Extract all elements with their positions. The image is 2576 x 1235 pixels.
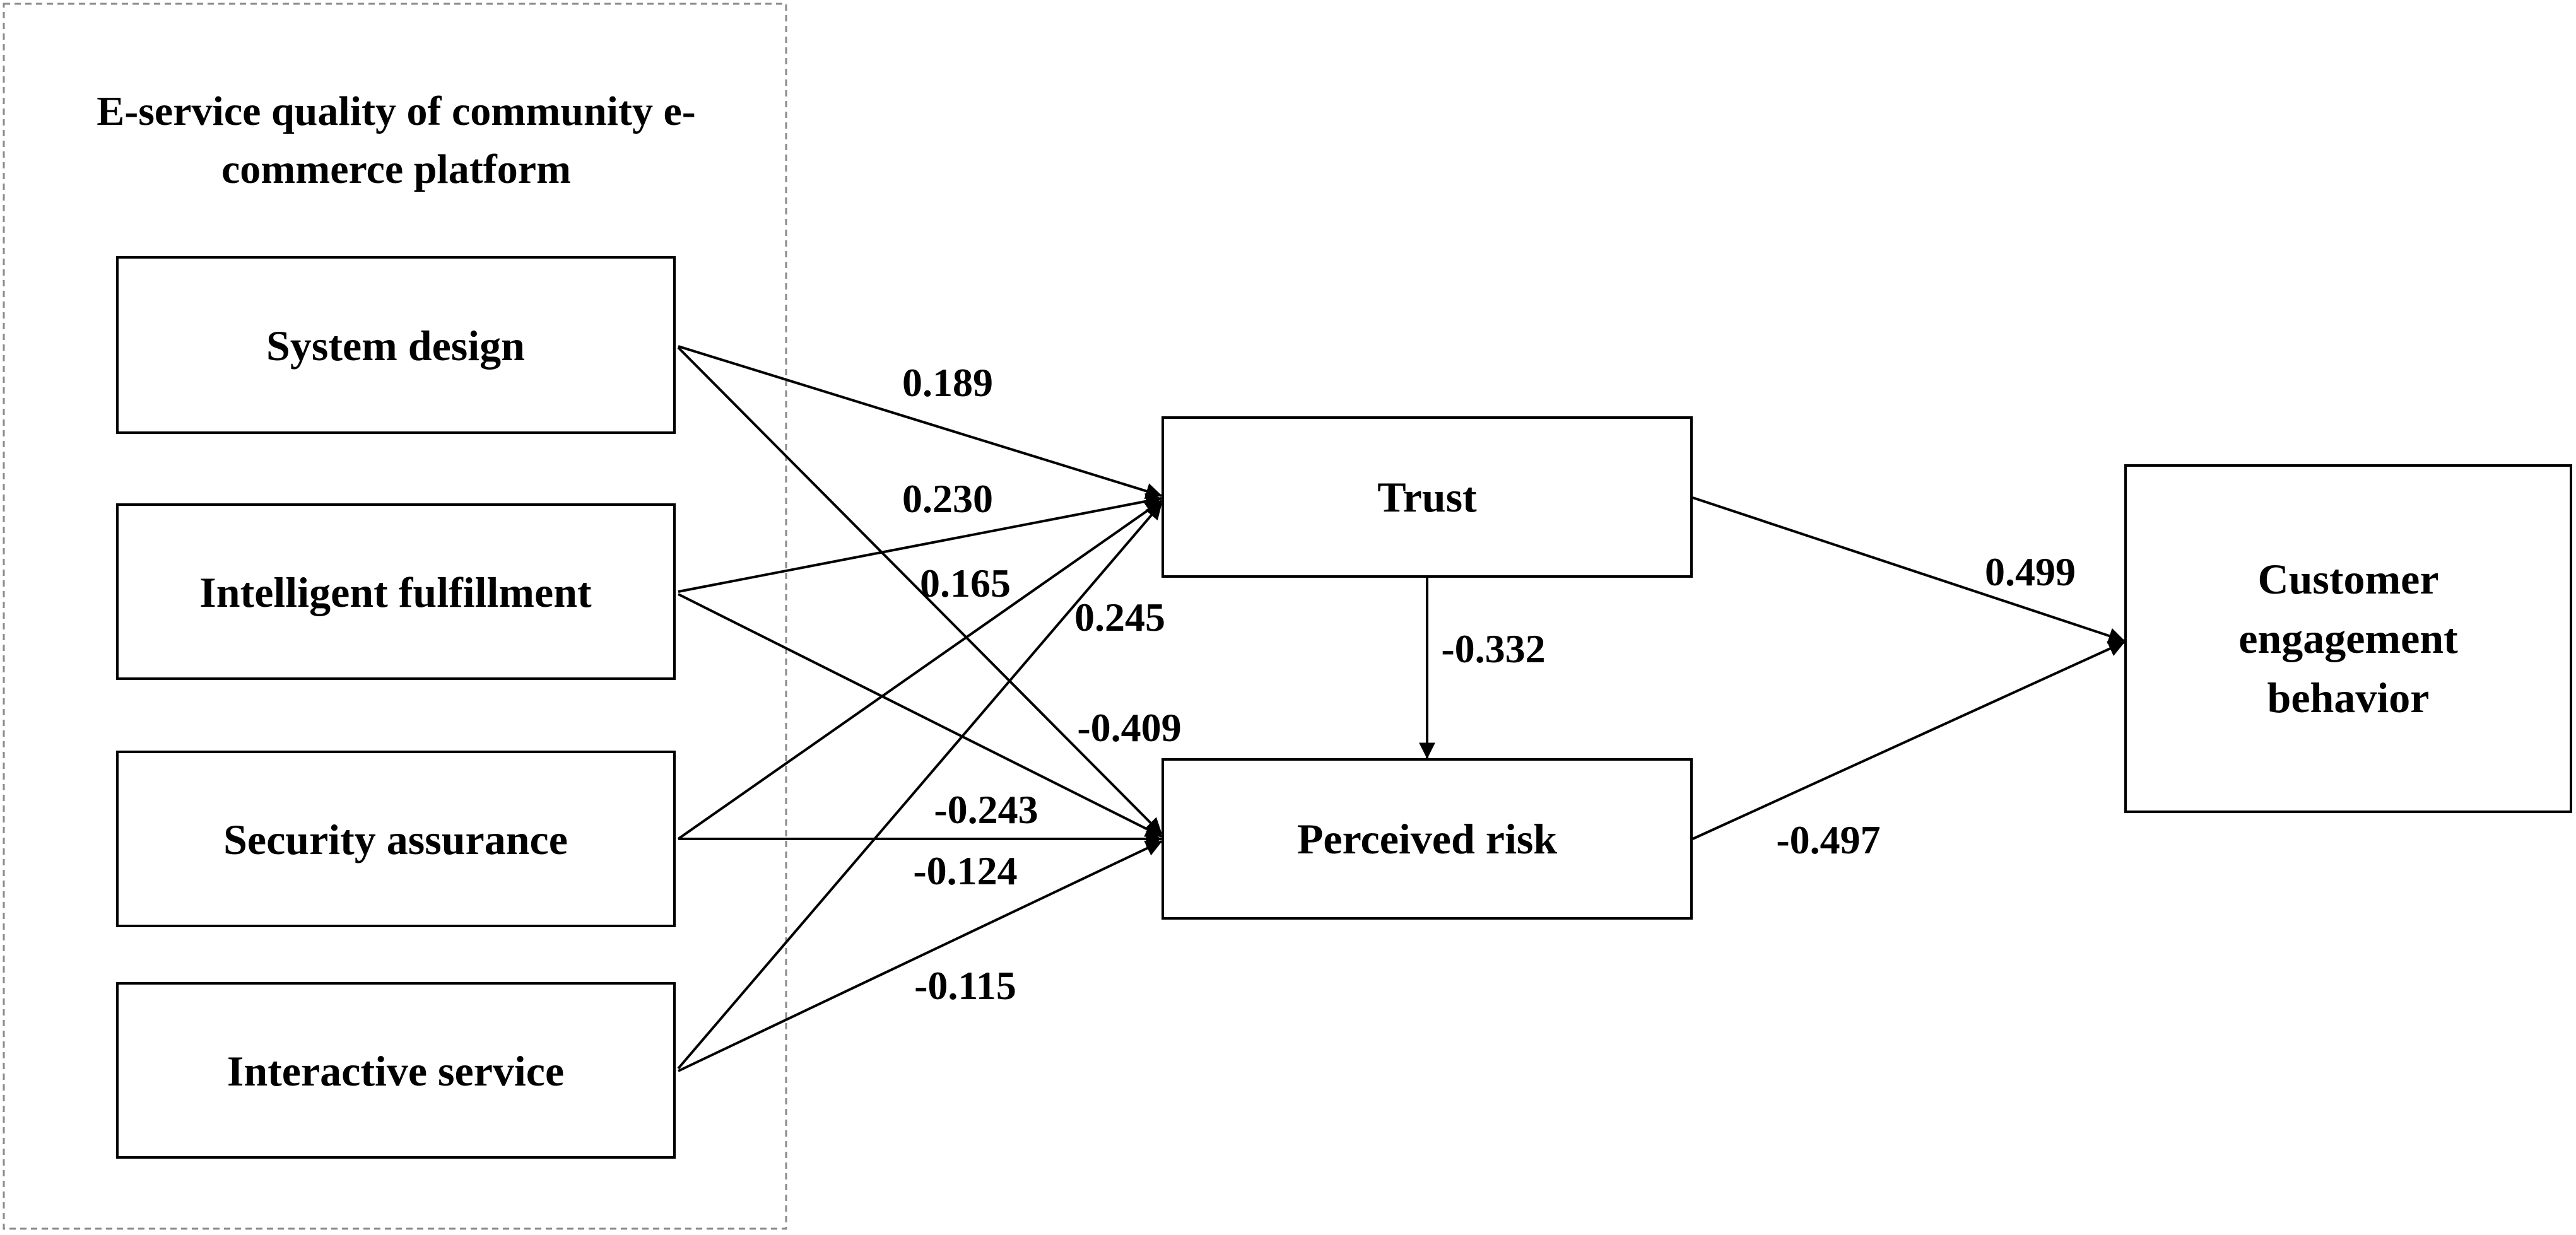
coef-system-design-risk: -0.409 <box>1077 705 1181 750</box>
coef-interactive-service-risk: -0.115 <box>914 963 1016 1008</box>
node-customer-engagement-line2: engagement <box>2238 614 2458 662</box>
node-customer-engagement-line3: behavior <box>2267 674 2430 722</box>
node-trust: Trust <box>1162 416 1693 578</box>
node-security-assurance-label: Security assurance <box>223 816 568 863</box>
coef-intelligent-fulfillment-trust: 0.230 <box>902 476 993 521</box>
node-security-assurance: Security assurance <box>116 751 676 927</box>
arrow-interactive-service-to-risk <box>678 840 1163 1072</box>
arrow-intelligent-fulfillment-to-trust <box>678 493 1163 593</box>
arrow-intelligent-fulfillment-to-risk <box>678 593 1163 838</box>
node-interactive-service-label: Interactive service <box>227 1047 564 1095</box>
arrow-system-design-to-risk <box>677 346 1163 835</box>
coef-trust-risk: -0.332 <box>1441 626 1545 671</box>
node-customer-engagement: Customer engagement behavior <box>2124 464 2572 813</box>
node-perceived-risk-label: Perceived risk <box>1297 815 1557 863</box>
eservice-quality-group <box>3 3 787 1230</box>
coef-risk-engagement: -0.497 <box>1776 817 1880 862</box>
arrow-system-design-to-trust <box>678 345 1163 500</box>
node-intelligent-fulfillment: Intelligent fulfillment <box>116 503 676 680</box>
arrow-interactive-service-to-trust <box>677 502 1163 1070</box>
node-perceived-risk: Perceived risk <box>1162 758 1693 920</box>
arrow-trust-to-engagement <box>1692 496 2126 644</box>
group-title-line1: E-service quality of community e- <box>97 88 696 134</box>
arrow-security-assurance-to-trust <box>677 500 1163 840</box>
node-system-design: System design <box>116 256 676 434</box>
group-title-line2: commerce platform <box>221 146 571 192</box>
coef-security-assurance-risk: -0.124 <box>913 848 1017 893</box>
node-intelligent-fulfillment-label: Intelligent fulfillment <box>199 568 592 616</box>
arrow-risk-to-engagement <box>1692 641 2126 840</box>
coef-trust-engagement: 0.499 <box>1985 549 2076 594</box>
node-trust-label: Trust <box>1377 473 1477 521</box>
coef-interactive-service-trust: 0.245 <box>1074 595 1165 640</box>
coef-system-design-trust: 0.189 <box>902 360 993 405</box>
node-system-design-label: System design <box>266 322 525 370</box>
node-customer-engagement-line1: Customer <box>2257 555 2438 603</box>
coef-security-assurance-trust: 0.165 <box>920 561 1011 606</box>
coef-intelligent-fulfillment-risk: -0.243 <box>934 787 1038 832</box>
node-interactive-service: Interactive service <box>116 982 676 1159</box>
